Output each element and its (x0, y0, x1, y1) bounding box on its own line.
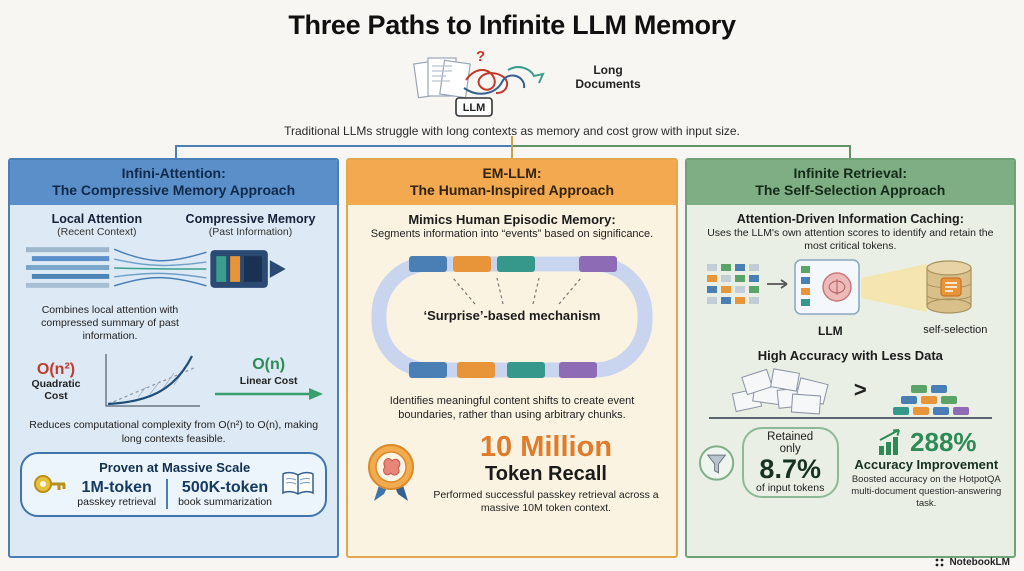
watermark-text: NotebookLM (949, 557, 1010, 568)
retained-suffix: of input tokens (756, 482, 825, 495)
stat-divider (166, 478, 169, 509)
funnel-icon (698, 444, 734, 481)
segment-track-icon (371, 255, 653, 378)
accuracy-title: High Accuracy with Less Data (757, 347, 943, 363)
compressive-memory-title: Compressive Memory (185, 211, 316, 226)
compressive-memory-sub: (Past Information) (208, 225, 293, 238)
data-comparison: > (708, 363, 992, 419)
caching-sub: Uses the LLM's own attention scores to i… (707, 226, 994, 252)
watermark: NotebookLM (934, 557, 1010, 568)
local-attention-label: Local Attention (Recent Context) (20, 212, 174, 238)
infini-attention-panel: Infini-Attention: The Compressive Memory… (8, 158, 340, 558)
improvement-value: 288% (910, 426, 977, 457)
hero-llm-label: LLM (463, 102, 486, 114)
panel-title-line2: The Self-Selection Approach (755, 181, 946, 198)
improvement-label: Accuracy Improvement (854, 456, 999, 472)
book-stat-label: book summarization (178, 495, 273, 508)
linear-cost-label: O(n) Linear Cost (210, 356, 327, 406)
surprise-mechanism-label: ‘Surprise’-based mechanism (423, 307, 601, 323)
brain-icon (383, 457, 401, 476)
caching-title: Attention-Driven Information Caching: (736, 211, 964, 226)
quadratic-notation: O(n²) (36, 360, 76, 378)
chart-up-icon (879, 429, 900, 456)
book-icon (282, 472, 315, 496)
panel-title-line1: Infinite Retrieval: (793, 165, 908, 181)
complexity-text: Reduces computational complexity from O(… (29, 419, 319, 445)
approach-columns: Infini-Attention: The Compressive Memory… (8, 158, 1016, 558)
em-llm-panel: EM-LLM: The Human-Inspired Approach Mimi… (346, 158, 678, 558)
attention-labels-row: Local Attention (Recent Context) Compres… (20, 212, 327, 238)
proven-stats: 1M-token passkey retrieval 500K-token bo… (76, 478, 273, 509)
em-llm-header: EM-LLM: The Human-Inspired Approach (348, 160, 676, 205)
quadratic-cost-label: O(n²) Quadratic Cost (20, 361, 92, 403)
local-attention-sub: (Recent Context) (57, 225, 137, 238)
paper-pile-icon (731, 368, 829, 415)
retained-prefix: Retained only (767, 430, 814, 455)
cost-comparison: O(n²) Quadratic Cost O(n) Linear Cost (20, 347, 327, 415)
retained-stat: Retained only 8.7% of input tokens (697, 426, 839, 499)
event-segments-diagram: ‘Surprise’-based mechanism (358, 244, 665, 392)
infini-attention-header: Infini-Attention: The Compressive Memory… (10, 160, 338, 205)
quadratic-curve-chart (105, 354, 200, 408)
selection-flow-icon (707, 259, 972, 315)
linear-arrow-icon (214, 388, 323, 401)
compressive-memory-label: Compressive Memory (Past Information) (174, 212, 328, 238)
selected-tokens-icon (892, 384, 969, 415)
proven-title: Proven at Massive Scale (99, 459, 251, 475)
medal-icon (367, 443, 414, 501)
question-mark: ? (476, 48, 485, 65)
panel-title-line1: Infini-Attention: (121, 165, 226, 181)
passkey-stat: 1M-token passkey retrieval (77, 479, 156, 508)
token-recall-value: 10 Million (479, 431, 613, 464)
database-icon (926, 260, 972, 314)
panel-title-line2: The Compressive Memory Approach (52, 181, 296, 198)
notebooklm-logo-icon (936, 558, 944, 567)
token-recall-sub: Performed successful passkey retrieval a… (433, 488, 659, 514)
selection-flow-diagram: LLM self-selection (697, 256, 1004, 346)
mimics-sub: Segments information into “events” based… (370, 227, 654, 240)
improvement-sub: Boosted accuracy on the HotpotQA multi-d… (851, 474, 1002, 510)
long-documents-label: Long Documents (575, 63, 641, 91)
book-stat: 500K-token book summarization (178, 479, 272, 508)
improvement-stat: 288% Accuracy Improvement Boosted accura… (849, 427, 1004, 510)
greater-than-symbol: > (853, 376, 867, 402)
token-recall-label: Token Recall (485, 462, 607, 485)
llm-badge (455, 97, 493, 117)
self-selection-label: self-selection (923, 323, 988, 336)
infinite-retrieval-panel: Infinite Retrieval: The Self-Selection A… (684, 158, 1016, 558)
panel-title-line1: EM-LLM: (482, 165, 542, 181)
passkey-stat-label: passkey retrieval (77, 495, 157, 508)
book-stat-value: 500K-token (181, 479, 269, 497)
llm-chip-label: LLM (817, 323, 843, 338)
local-attention-title: Local Attention (51, 211, 143, 226)
panel-title-line2: The Human-Inspired Approach (409, 181, 615, 198)
key-icon (34, 475, 66, 494)
linear-notation: O(n) (252, 356, 286, 374)
intro-caption: Traditional LLMs struggle with long cont… (284, 124, 740, 138)
infinite-retrieval-header: Infinite Retrieval: The Self-Selection A… (686, 160, 1014, 205)
proven-scale-card: Proven at Massive Scale 1M-token passkey… (20, 451, 328, 517)
token-recall-stat: 10 Million Token Recall Performed succes… (358, 432, 665, 515)
result-stats-row: Retained only 8.7% of input tokens 288 (697, 426, 1004, 510)
combine-text: Combines local attention with compressed… (41, 304, 179, 343)
compression-flow-diagram (25, 247, 286, 288)
long-documents-icon: ? LLM (413, 48, 545, 117)
quadratic-sub: Quadratic Cost (31, 378, 81, 402)
mimics-title: Mimics Human Episodic Memory: (408, 211, 616, 227)
boundaries-text: Identifies meaningful content shifts to … (389, 394, 635, 421)
retained-value: 8.7% (759, 453, 821, 484)
passkey-stat-value: 1M-token (81, 479, 152, 497)
hero-illustration: ? LLM Long Documents (408, 48, 658, 124)
linear-sub: Linear Cost (239, 375, 298, 388)
connector-lines (175, 136, 851, 158)
page-title: Three Paths to Infinite LLM Memory (288, 10, 736, 40)
